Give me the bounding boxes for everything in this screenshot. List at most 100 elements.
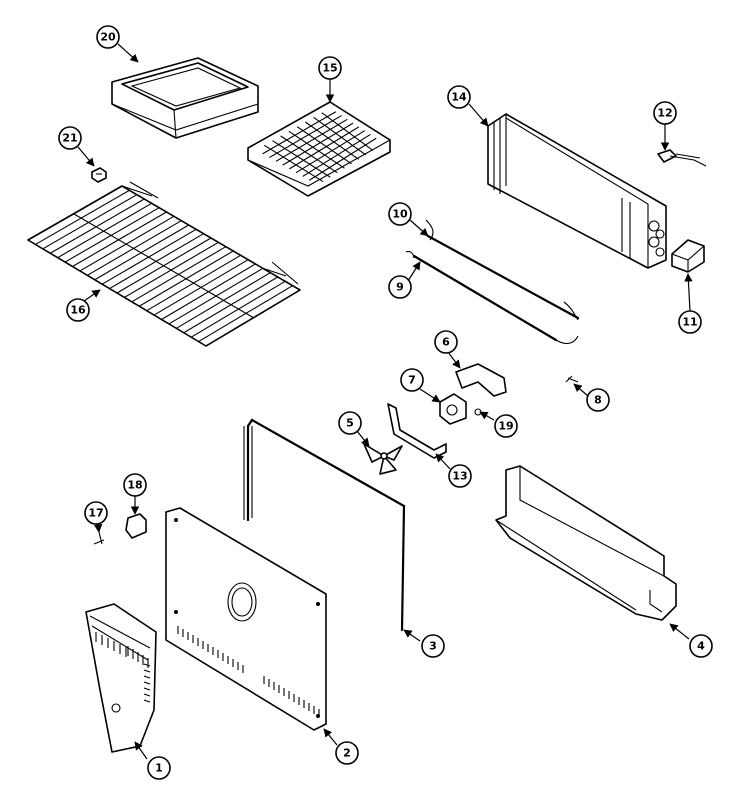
callout-15-label: 15 — [322, 62, 337, 75]
tray-grid-line — [313, 116, 367, 156]
callout-5-label: 5 — [346, 417, 354, 430]
callout-17: 17 — [84, 501, 108, 525]
shelf-wire — [73, 213, 255, 319]
callout-13-label: 13 — [452, 470, 467, 483]
callout-7-label: 7 — [408, 374, 416, 387]
leader-2 — [323, 728, 338, 746]
leader-11 — [684, 273, 693, 312]
leader-14 — [468, 103, 489, 127]
leader-17 — [93, 523, 103, 533]
shelf-wire — [87, 220, 182, 276]
part-heater-lower — [405, 250, 579, 345]
grille-slot — [143, 681, 151, 685]
shelf-wire — [101, 228, 197, 285]
part-sensor — [657, 149, 707, 167]
callout-7: 7 — [400, 368, 424, 392]
part-ice-bin — [111, 57, 259, 139]
callout-16: 16 — [66, 298, 90, 322]
part-gasket — [243, 418, 406, 632]
callout-18: 18 — [123, 473, 147, 497]
leader-10 — [409, 219, 429, 237]
leader-5 — [356, 430, 370, 447]
grille-slot — [143, 699, 151, 703]
callout-4-label: 4 — [697, 640, 705, 653]
shelf-wire — [57, 202, 152, 259]
leader-20 — [117, 43, 139, 63]
leader-19 — [479, 411, 495, 421]
shelf-wire — [49, 198, 145, 254]
callout-11: 11 — [678, 310, 702, 334]
callout-19-label: 19 — [498, 420, 513, 433]
leader-8 — [573, 383, 589, 397]
part-bracket-upper — [455, 363, 507, 397]
callout-14-label: 14 — [451, 91, 467, 104]
leader-9 — [407, 261, 421, 282]
callout-2: 2 — [335, 741, 359, 765]
callout-1-label: 1 — [155, 762, 163, 775]
tray-grid-line — [302, 133, 371, 177]
shelf-wire — [64, 207, 160, 263]
callout-leaders — [77, 43, 693, 760]
part-defrost-block — [671, 239, 705, 273]
tray-grid-line — [275, 118, 348, 162]
callout-6-label: 6 — [442, 336, 450, 349]
part-fan-blade — [363, 443, 403, 475]
tray-grid-line — [272, 140, 331, 178]
callout-2-label: 2 — [343, 747, 351, 760]
leader-3 — [403, 629, 421, 642]
callout-12-label: 12 — [657, 107, 672, 120]
callout-15: 15 — [318, 56, 342, 80]
tray-grid-line — [262, 111, 337, 155]
callout-6: 6 — [434, 330, 458, 354]
part-fan-motor — [439, 393, 467, 425]
tray-grid-line — [289, 126, 360, 170]
part-knob — [125, 513, 147, 539]
grille-slot — [143, 669, 151, 673]
part-back-panel — [165, 507, 327, 731]
callout-9: 9 — [388, 275, 412, 299]
tray-grid-line — [282, 122, 354, 166]
leader-21 — [77, 146, 95, 167]
shelf-wire — [42, 194, 138, 250]
callout-21: 21 — [58, 126, 82, 150]
callout-14: 14 — [447, 85, 471, 109]
tray-grid-line — [296, 126, 352, 165]
callout-13: 13 — [448, 464, 472, 488]
callout-19: 19 — [494, 414, 518, 438]
tray-grid-line — [263, 144, 324, 183]
leader-7 — [419, 388, 441, 403]
leader-4 — [669, 623, 690, 640]
tray-grid-line — [269, 115, 342, 159]
part-ice-cube-tray — [247, 101, 391, 197]
shelf-wire — [27, 185, 123, 241]
tray-grid-line — [288, 130, 345, 169]
part-screw-small — [565, 375, 579, 383]
callout-3: 3 — [421, 634, 445, 658]
callout-17-label: 17 — [88, 507, 103, 520]
tray-grid-line — [321, 112, 374, 151]
callout-10: 10 — [388, 202, 412, 226]
callout-9-label: 9 — [396, 281, 404, 294]
shelf-wire — [79, 215, 175, 272]
part-channel — [495, 465, 677, 621]
callout-12: 12 — [653, 101, 677, 125]
callout-1: 1 — [147, 756, 171, 780]
part-heater-upper — [425, 219, 580, 321]
callout-21-label: 21 — [62, 132, 77, 145]
leader-1 — [134, 741, 148, 760]
callout-18-label: 18 — [127, 479, 142, 492]
part-motor-bracket — [387, 403, 447, 459]
part-nut — [91, 167, 107, 183]
part-grille-cover — [85, 603, 157, 753]
grille-slot — [143, 675, 151, 679]
callout-10-label: 10 — [392, 208, 408, 221]
callout-16-label: 16 — [70, 304, 86, 317]
callout-3-label: 3 — [429, 640, 437, 653]
callout-8-label: 8 — [594, 394, 602, 407]
tray-grid-line — [295, 130, 365, 174]
shelf-wire — [72, 211, 167, 267]
callout-8: 8 — [586, 388, 610, 412]
tray-grid-line — [309, 137, 377, 181]
shelf-wire — [35, 189, 130, 245]
leader-16 — [83, 289, 101, 302]
